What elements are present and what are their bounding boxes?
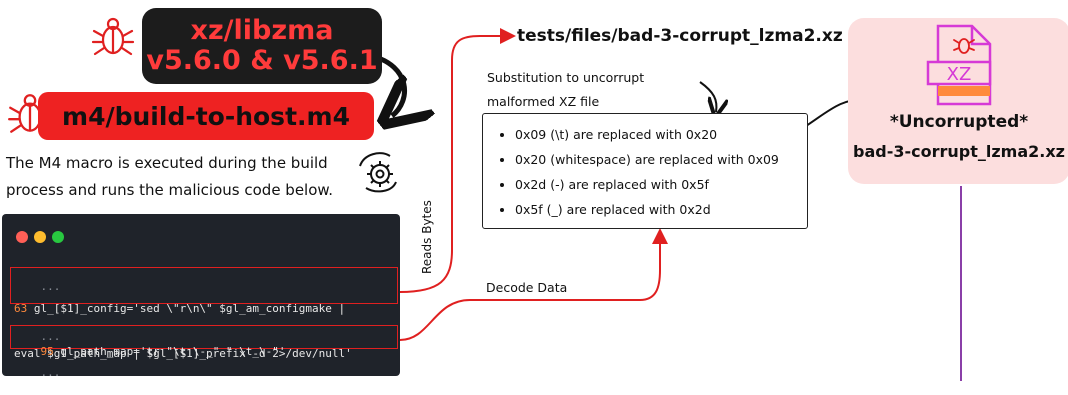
- decode-data-label: Decode Data: [486, 280, 568, 295]
- macro-description: The M4 macro is executed during the buil…: [6, 150, 366, 204]
- replacement-list: 0x09 (\t) are replaced with 0x20 0x20 (w…: [483, 114, 807, 222]
- line-number-95: 95: [40, 345, 54, 358]
- reads-bytes-connector: [399, 28, 516, 293]
- gears-icon: [359, 152, 397, 193]
- line-number-63: 63: [14, 302, 28, 315]
- uncorrupted-file-name: bad-3-corrupt_lzma2.xz: [853, 142, 1065, 161]
- code-ellipsis: ...: [40, 330, 61, 343]
- substitution-note: Substitution to uncorrupt malformed XZ f…: [487, 66, 707, 114]
- note-down-arrow: [699, 81, 716, 112]
- reads-bytes-label: Reads Bytes: [420, 200, 434, 274]
- code-ellipsis: ...: [40, 366, 61, 379]
- code-line-95: gl_path_map='tr "\t \-_" " \t_\-"': [53, 345, 286, 358]
- replacement-item: 0x2d (-) are replaced with 0x5f: [515, 172, 807, 197]
- replacement-list-box: 0x09 (\t) are replaced with 0x20 0x20 (w…: [482, 113, 808, 229]
- code-highlight-line-63: [10, 267, 398, 304]
- code-highlight-line-95: [10, 325, 398, 349]
- target-file-title: tests/files/bad-3-corrupt_lzma2.xz: [517, 26, 843, 46]
- flow-connectors: [371, 28, 962, 381]
- macro-file-badge: m4/build-to-host.m4: [38, 92, 374, 140]
- replacement-item: 0x5f (_) are replaced with 0x2d: [515, 197, 807, 222]
- version-badge: xz/libzma v5.6.0 & v5.6.1: [142, 8, 382, 84]
- badge-title-line2: v5.6.0 & v5.6.1: [146, 45, 378, 76]
- description-line2: process and runs the malicious code belo…: [6, 181, 334, 199]
- code-terminal: ... 63 gl_[$1]_config='sed \"r\n\" $gl_a…: [2, 214, 400, 379]
- window-dot-green: [52, 231, 64, 243]
- bug-icon: [91, 17, 135, 56]
- xz-file-icon: XZ: [926, 24, 992, 106]
- code-line-63a: gl_[$1]_config='sed \"r\n\" $gl_am_confi…: [27, 302, 346, 315]
- code-ellipsis: ...: [40, 280, 61, 293]
- macro-file-label: m4/build-to-host.m4: [62, 101, 350, 131]
- decode-data-connector: [399, 228, 668, 341]
- substitution-note-line2: malformed XZ file: [487, 94, 600, 109]
- badge-title-line1: xz/libzma: [190, 15, 334, 46]
- replacement-item: 0x09 (\t) are replaced with 0x20: [515, 122, 807, 147]
- replacement-item: 0x20 (whitespace) are replaced with 0x09: [515, 147, 807, 172]
- window-dot-yellow: [34, 231, 46, 243]
- window-dot-red: [16, 231, 28, 243]
- badge-down-arrow: [371, 53, 405, 116]
- code-line-63b: eval $gl_path_map | $gl_[$1]_prefix -d 2…: [14, 347, 352, 360]
- xz-icon-text: XZ: [947, 64, 972, 85]
- uncorrupted-title: *Uncorrupted*: [889, 112, 1029, 132]
- substitution-note-line1: Substitution to uncorrupt: [487, 70, 645, 85]
- description-line1: The M4 macro is executed during the buil…: [6, 154, 328, 172]
